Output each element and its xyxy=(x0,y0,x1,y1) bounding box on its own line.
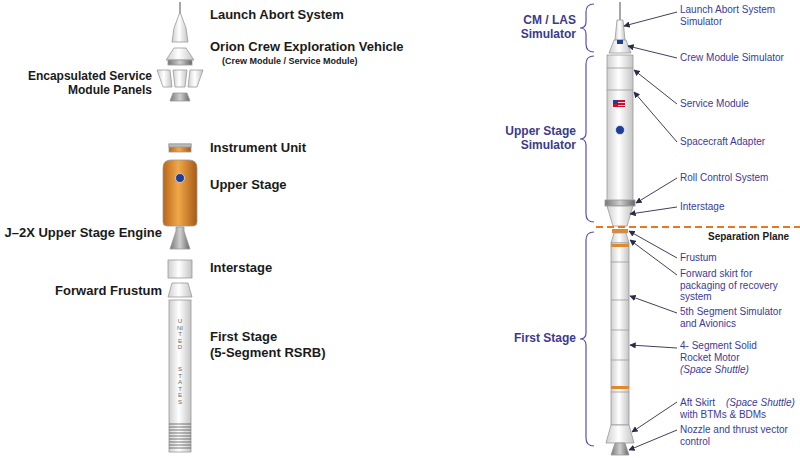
bracket xyxy=(580,56,594,222)
part-label: (5-Segment RSRB) xyxy=(210,346,326,361)
stripe xyxy=(169,433,191,434)
part-label: Interstage xyxy=(680,201,790,213)
vehicle-lettering: UNITED xyxy=(177,318,183,351)
part-label: First Stage xyxy=(210,330,277,345)
part-label: Spacecraft Adapter xyxy=(680,136,790,148)
stripe xyxy=(169,427,191,428)
part-label: Forward skirt for packaging of recovery … xyxy=(680,268,796,303)
part-label: Roll Control System xyxy=(680,172,790,184)
ares-i-exploded xyxy=(157,2,203,452)
part-label: (Space Shuttle) xyxy=(680,364,749,376)
group-label: First Stage xyxy=(490,332,576,346)
part-label: Encapsulated Service Module Panels xyxy=(24,70,152,98)
leader-arrow xyxy=(628,46,677,58)
part-label: Service Module xyxy=(680,98,790,110)
part-label: Forward Frustum xyxy=(2,284,162,299)
leader-arrow xyxy=(629,430,677,450)
stripe xyxy=(169,436,191,437)
stripe xyxy=(169,445,191,446)
part-label: Nozzle and thrust vector control xyxy=(680,424,790,447)
ares-i-x-vehicle xyxy=(605,2,635,455)
part-label: Launch Abort System Simulator xyxy=(680,4,790,27)
separation-line xyxy=(596,226,800,228)
part-label: Frustum xyxy=(680,252,790,264)
part-label: Interstage xyxy=(210,261,272,276)
leader-arrow xyxy=(630,240,677,275)
stripe xyxy=(169,448,191,449)
leader-arrow xyxy=(630,345,677,348)
plane-label: Separation Plane xyxy=(708,231,789,243)
bracket xyxy=(580,232,594,446)
bracket xyxy=(580,4,594,52)
part-label: Orion Crew Exploration Vehicle xyxy=(210,40,404,55)
part-label: Instrument Unit xyxy=(210,141,306,156)
part-label: Launch Abort System xyxy=(210,8,344,23)
bracket xyxy=(580,4,594,446)
part-label: Crew Module Simulator xyxy=(680,52,796,64)
part-label: (Crew Module / Service Module) xyxy=(222,56,358,66)
leader-arrow xyxy=(624,12,677,26)
group-label: Upper Stage Simulator xyxy=(490,125,576,153)
leader-arrow xyxy=(634,92,677,142)
stripe xyxy=(169,442,191,443)
part-label: J–2X Upper Stage Engine xyxy=(2,226,162,241)
part-label: (Space Shuttle) xyxy=(726,397,795,409)
stripe xyxy=(169,439,191,440)
leader-arrow xyxy=(630,296,677,313)
part-label: 5th Segment Simulator and Avionics xyxy=(680,306,790,329)
part-label: Aft Skirt xyxy=(680,397,715,409)
leader-lines xyxy=(624,12,677,450)
leader-arrow xyxy=(632,402,677,432)
group-label: CM / LAS Simulator xyxy=(490,14,576,42)
leader-arrow xyxy=(636,178,677,203)
vehicle-lettering: STATES xyxy=(177,366,183,406)
stripe xyxy=(169,424,191,425)
part-label: Upper Stage xyxy=(210,178,287,193)
stripe xyxy=(169,430,191,431)
leader-arrow xyxy=(630,207,677,214)
part-label: with BTMs & BDMs xyxy=(680,409,766,421)
part-label: 4- Segment Solid Rocket Motor xyxy=(680,340,776,363)
